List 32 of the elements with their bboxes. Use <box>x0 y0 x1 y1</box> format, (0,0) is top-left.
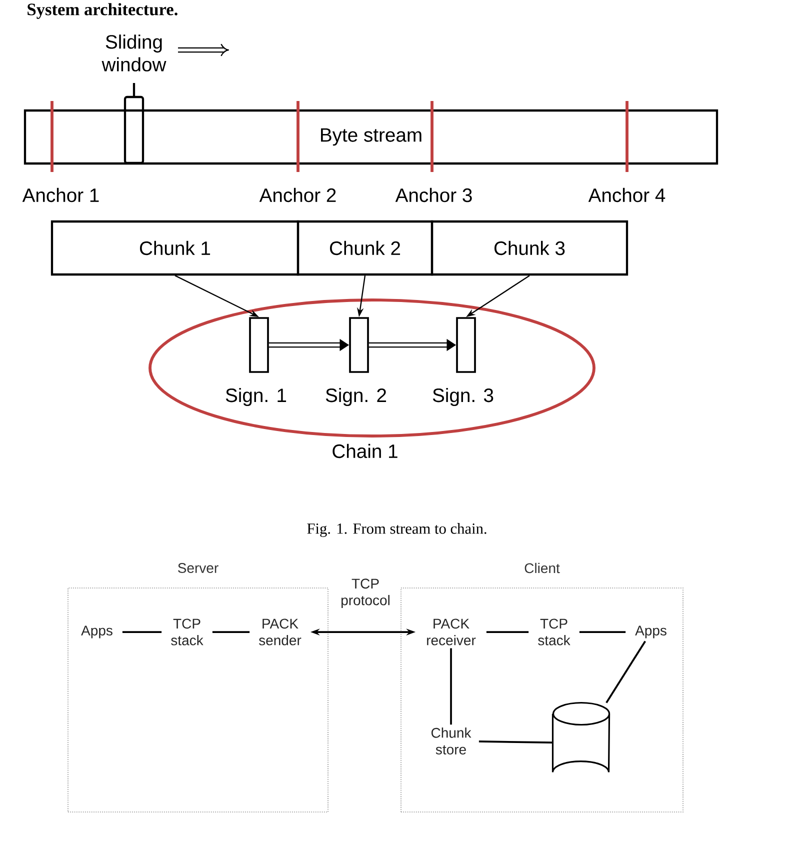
database-cylinder <box>552 702 610 774</box>
group-title: Server <box>178 563 218 573</box>
component-label: PACK receiver <box>427 618 476 646</box>
heading: System architecture. <box>28 3 178 19</box>
component-label: Apps <box>81 626 112 638</box>
connector-line <box>212 631 250 633</box>
signature-label: Sign. 1 <box>226 388 286 406</box>
group-title: Client <box>524 562 560 574</box>
signature-label: Sign. 3 <box>432 388 494 406</box>
signature-label: Sign. 2 <box>326 388 386 406</box>
component-label: TCP stack <box>538 618 570 646</box>
connector-line <box>478 740 553 744</box>
chain-label: Chain 1 <box>332 444 398 458</box>
window-label: Sliding window <box>102 34 166 72</box>
edge-label: TCP protocol <box>342 578 390 608</box>
component-label: PACK sender <box>259 618 302 646</box>
anchor-label: Anchor 3 <box>395 188 472 202</box>
connector-line <box>450 648 452 725</box>
stream-box: Chunk 3 <box>430 220 628 276</box>
component-label: TCP stack <box>171 618 204 646</box>
anchor-label: Anchor 1 <box>22 188 99 202</box>
connector-line <box>606 640 646 704</box>
anchor-label: Anchor 2 <box>259 188 336 202</box>
anchor-label: Anchor 4 <box>588 188 666 202</box>
stream-box: Chunk 1 <box>50 220 300 276</box>
caption: Fig. 1. From stream to chain. <box>307 523 486 537</box>
stream-box: Chunk 2 <box>296 220 434 276</box>
component-label: Apps <box>635 626 666 638</box>
component-label: Chunk store <box>431 728 472 754</box>
connector-line <box>579 631 626 633</box>
connector-line <box>122 631 162 633</box>
connector-line <box>486 631 529 633</box>
